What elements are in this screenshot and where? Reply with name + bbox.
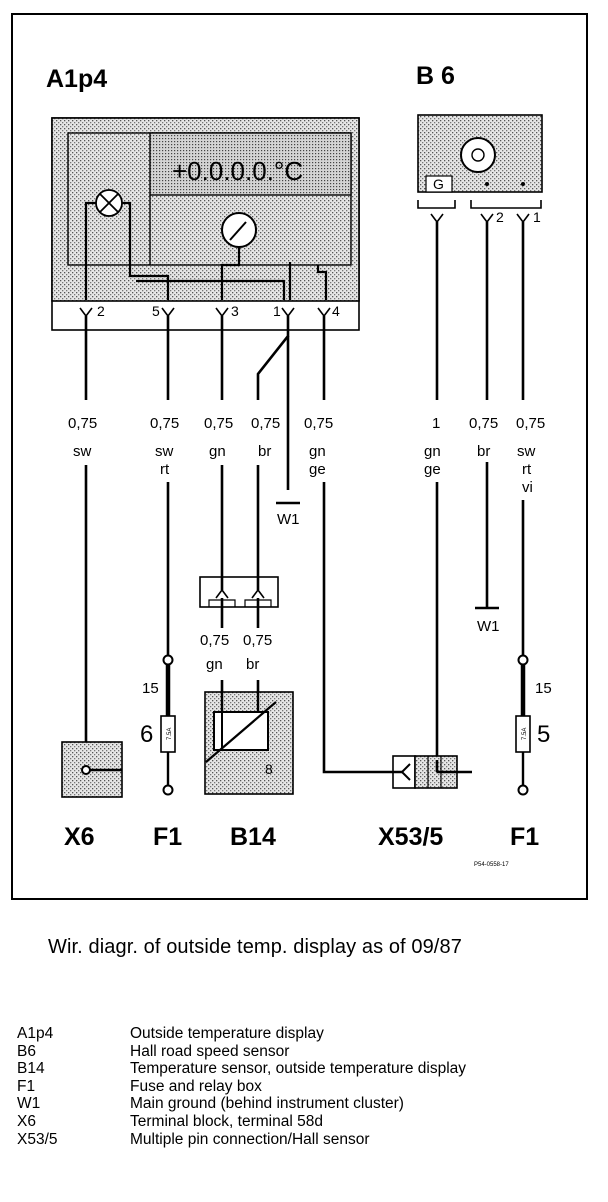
x6-label: X6 — [64, 823, 95, 851]
a1p4-pin-5: 5 — [152, 303, 160, 319]
b14-wire-gn-color: gn — [206, 656, 223, 673]
fuse-left: 7.5A 15 6 — [140, 654, 176, 796]
x53-5-label: X53/5 — [378, 823, 443, 851]
wire-lines — [84, 222, 525, 774]
wire-8-size: 0,75 — [516, 415, 545, 432]
a1p4-pin-4: 4 — [332, 303, 340, 319]
f1-right-label: F1 — [510, 823, 539, 851]
display-digits: +0.0.0.0.°C — [172, 156, 303, 186]
b6-pin-2: 2 — [496, 209, 504, 225]
wire-3-color: gn — [209, 443, 226, 460]
diagram-frame — [11, 13, 588, 900]
wire-7-size: 0,75 — [469, 415, 498, 432]
b14-component: 8 — [204, 691, 294, 795]
fuse-right-terminal: 15 — [535, 680, 552, 697]
wire-6-color: gn — [424, 443, 441, 460]
a1p4-pin-3: 3 — [231, 303, 239, 319]
gauge-icon — [221, 212, 257, 248]
legend-desc: Fuse and relay box — [130, 1077, 262, 1095]
fuse-left-terminal: 15 — [142, 680, 159, 697]
legend-desc: Temperature sensor, outside temperature … — [130, 1060, 467, 1078]
wire-1-size: 0,75 — [68, 415, 97, 432]
fuse-right: 7.5A 15 5 — [515, 654, 552, 796]
b14-wire-gn-size: 0,75 — [200, 632, 229, 649]
wire-8-color3: vi — [522, 479, 533, 496]
a1p4-pin-1: 1 — [273, 303, 281, 319]
legend-row: W1 Main ground (behind instrument cluster… — [17, 1095, 466, 1113]
legend-desc: Main ground (behind instrument cluster) — [130, 1095, 404, 1113]
fuse-left-rating: 7.5A — [167, 728, 173, 740]
wire-8-color2: rt — [522, 461, 532, 478]
legend-row: A1p4 Outside temperature display — [17, 1025, 466, 1043]
wire-1-color: sw — [73, 443, 92, 460]
a1p4-pin-2: 2 — [97, 303, 105, 319]
legend-code: B14 — [17, 1060, 45, 1078]
b14-wire-br-color: br — [246, 656, 259, 673]
wire-5-color2: ge — [309, 461, 326, 478]
fuse-left-number: 6 — [140, 721, 153, 748]
b6-title: B 6 — [416, 62, 455, 90]
legend-code: A1p4 — [17, 1025, 54, 1042]
legend-row: X6 Terminal block, terminal 58d — [17, 1113, 466, 1131]
wire-8-color: sw — [517, 443, 536, 460]
thermistor-icon — [205, 701, 277, 763]
legend-desc: Terminal block, terminal 58d — [130, 1112, 323, 1130]
reference-code: P54-0558-17 — [474, 862, 509, 868]
wire-6-color2: ge — [424, 461, 441, 478]
legend-code: B6 — [17, 1042, 36, 1060]
b14-pin-8: 8 — [265, 761, 273, 777]
hall-sensor-icon — [460, 137, 496, 173]
wire-2-size: 0,75 — [150, 415, 179, 432]
f1-left-label: F1 — [153, 823, 182, 851]
wire-5-color: gn — [309, 443, 326, 460]
ground-w1-left: W1 — [276, 501, 300, 528]
legend: A1p4 Outside temperature display B6 Hall r… — [17, 1025, 466, 1148]
b14-wire-br-size: 0,75 — [243, 632, 272, 649]
b6-component: G 2 1 — [417, 114, 543, 225]
wiring-diagram: A1p4 B 6 +0.0.0.0.°C — [11, 13, 588, 900]
legend-row: F1 Fuse and relay box — [17, 1078, 466, 1096]
legend-desc: Hall road speed sensor — [130, 1042, 290, 1060]
wire-3-size: 0,75 — [204, 415, 233, 432]
legend-code: X6 — [17, 1112, 36, 1130]
wire-5-size: 0,75 — [304, 415, 333, 432]
svg-text:W1: W1 — [477, 618, 500, 635]
wire-4-color: br — [258, 443, 271, 460]
b6-pin-g: G — [433, 176, 444, 192]
lamp-icon — [95, 189, 123, 217]
fuse-right-number: 5 — [537, 721, 550, 748]
wire-2-color: sw — [155, 443, 174, 460]
diagram-caption: Wir. diagr. of outside temp. display as … — [48, 936, 462, 958]
legend-code: X53/5 — [17, 1130, 58, 1148]
x53-5-component — [392, 755, 472, 789]
wire-2-color2: rt — [160, 461, 170, 478]
x6-component — [61, 741, 123, 798]
wire-4-size: 0,75 — [251, 415, 280, 432]
legend-code: F1 — [17, 1077, 36, 1095]
legend-desc: Outside temperature display — [130, 1025, 324, 1042]
a1p4-component: +0.0.0.0.°C 2 5 3 1 4 — [51, 117, 360, 331]
legend-code: W1 — [17, 1095, 41, 1113]
ground-w1-right: W1 — [475, 606, 500, 635]
a1p4-title: A1p4 — [46, 65, 107, 93]
b6-pin-1: 1 — [533, 209, 541, 225]
legend-desc: Multiple pin connection/Hall sensor — [130, 1130, 370, 1148]
legend-row: B14 Temperature sensor, outside temperatu… — [17, 1060, 466, 1078]
legend-row: B6 Hall road speed sensor — [17, 1043, 466, 1061]
wire-6-size: 1 — [432, 415, 440, 432]
b14-label: B14 — [230, 823, 276, 851]
legend-row: X53/5 Multiple pin connection/Hall sensor — [17, 1131, 466, 1149]
b14-connector — [199, 576, 279, 612]
svg-text:W1: W1 — [277, 511, 300, 528]
wire-7-color: br — [477, 443, 490, 460]
fuse-right-rating: 7.5A — [522, 728, 528, 740]
wire-labels: 0,75 sw 0,75 sw rt 0,75 gn 0,75 br 0,75 … — [68, 415, 545, 496]
